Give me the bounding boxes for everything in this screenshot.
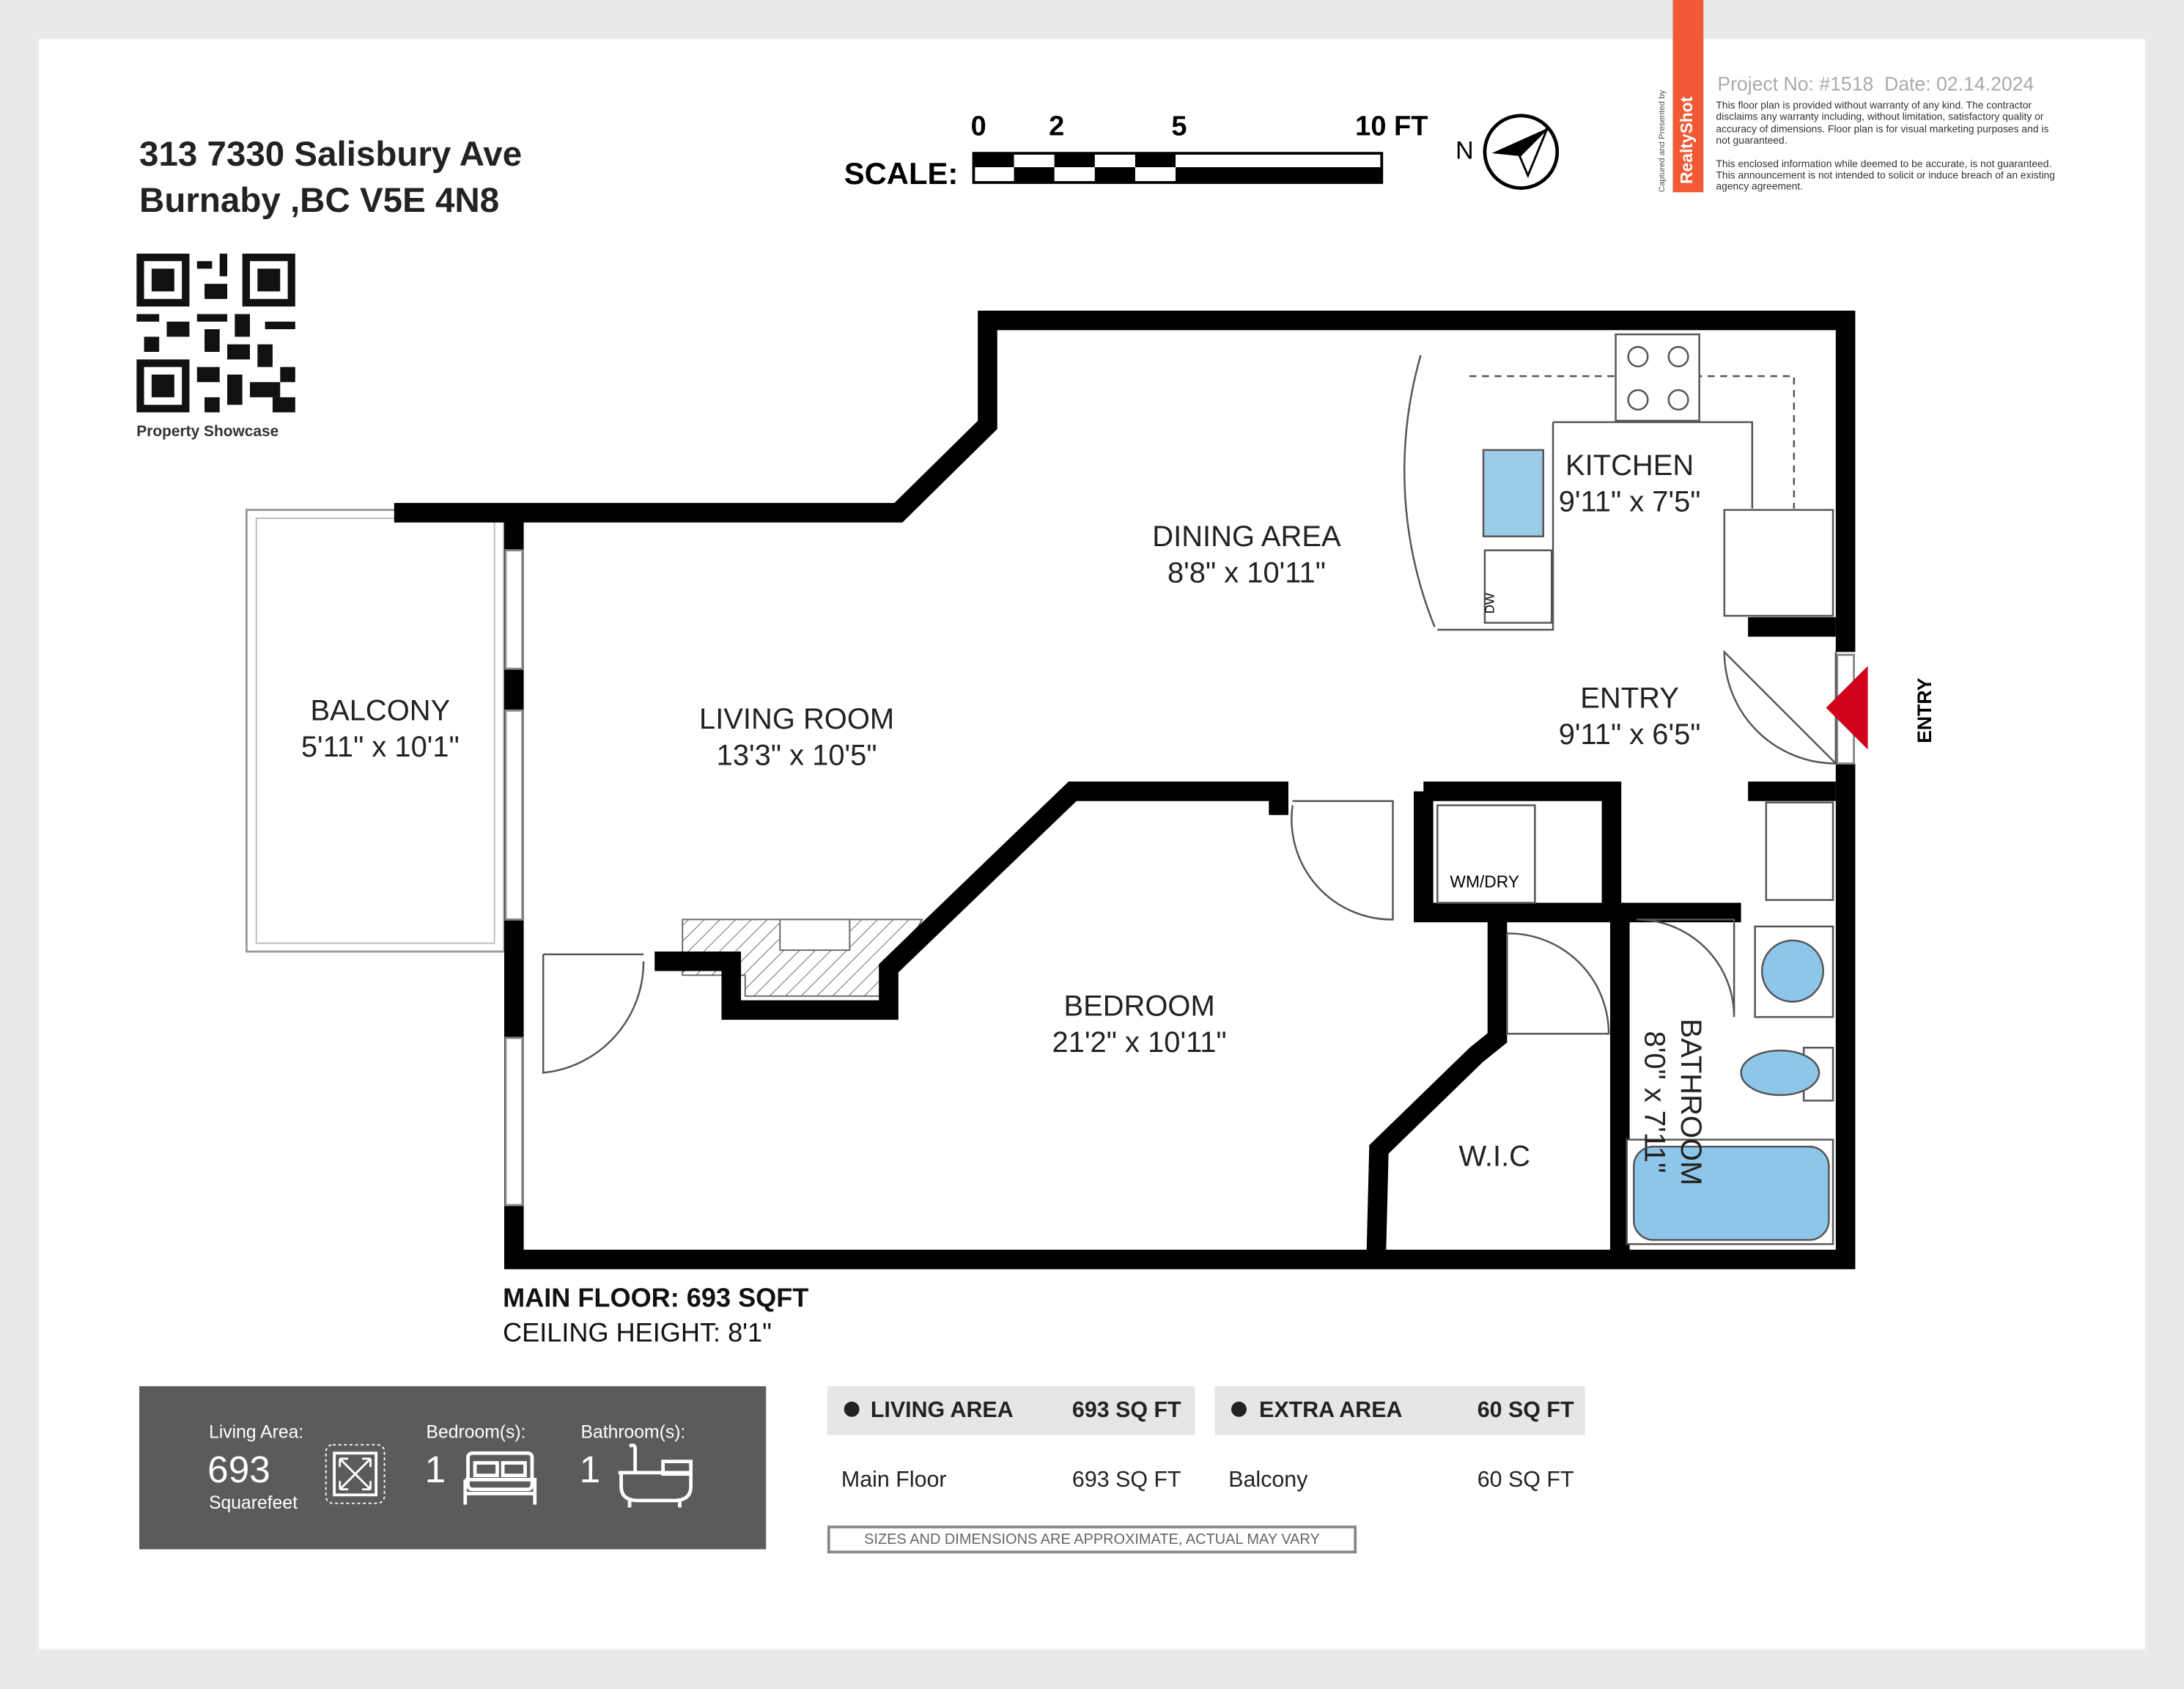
bathroom-count: 1 <box>579 1449 601 1491</box>
address-line1: 313 7330 Salisbury Ave <box>139 135 523 174</box>
room-name: DINING AREA <box>1152 520 1341 553</box>
living-area-title: LIVING AREA <box>870 1399 1014 1423</box>
extra-area-header: EXTRA AREA 60 SQ FT <box>1214 1386 1585 1435</box>
living-area-label: Living Area: <box>209 1421 304 1443</box>
qr-code[interactable] <box>136 253 295 413</box>
row-value: 60 SQ FT <box>1477 1468 1574 1493</box>
scale-tick: 10 FT <box>1355 111 1428 142</box>
fireplace <box>682 919 923 997</box>
realtyshot-logo[interactable]: RealtyShot <box>1672 0 1704 193</box>
room-dims: 9'11" x 7'5" <box>1558 486 1701 518</box>
table-row: Balcony 60 SQ FT <box>1214 1456 1585 1498</box>
dishwasher-label: DW <box>1483 592 1497 614</box>
bedroom-count: 1 <box>424 1449 446 1491</box>
room-name: LIVING ROOM <box>699 703 895 736</box>
bathroom-label: Bathroom(s): <box>580 1421 686 1443</box>
scale-label: SCALE: <box>844 155 959 191</box>
disclaimer-paragraph: This enclosed information while deemed t… <box>1716 157 2055 194</box>
summary-stats: Living Area: 693 Squarefeet Bedroom(s): … <box>139 1386 767 1550</box>
bullet-icon <box>844 1401 860 1417</box>
washer-dryer-label: WM/DRY <box>1450 872 1520 892</box>
entry-marker-label: ENTRY <box>1913 677 1936 743</box>
bed-icon <box>463 1451 537 1505</box>
scale-bar <box>972 152 1384 184</box>
living-area-total: 693 SQ FT <box>1071 1399 1181 1423</box>
expand-area-icon <box>325 1443 385 1504</box>
scale-tick: 5 <box>1171 111 1187 142</box>
room-name: KITCHEN <box>1565 449 1694 482</box>
entry-arrow-icon <box>1826 666 1868 750</box>
room-dims: 8'0" x 7'11" <box>1637 1031 1670 1174</box>
living-area-unit: Squarefeet <box>209 1492 298 1513</box>
room-living: LIVING ROOM 13'3" x 10'5" <box>699 702 894 775</box>
bathtub-icon <box>618 1443 693 1508</box>
compass-icon <box>1483 114 1560 190</box>
extra-area-title: EXTRA AREA <box>1259 1399 1403 1423</box>
room-name: BEDROOM <box>1063 990 1215 1023</box>
project-number: Project No: #1518 <box>1717 72 1874 95</box>
scale-tick: 0 <box>970 111 986 142</box>
main-floor-area: MAIN FLOOR: 693 SQFT <box>503 1284 809 1314</box>
qr-label: Property Showcase <box>136 423 279 441</box>
floor-info: MAIN FLOOR: 693 SQFT CEILING HEIGHT: 8'1… <box>503 1281 808 1351</box>
extra-area-total: 60 SQ FT <box>1477 1399 1574 1423</box>
table-row: Main Floor 693 SQ FT <box>827 1456 1195 1498</box>
project-date: Date: 02.14.2024 <box>1884 72 2034 95</box>
scale-tick: 2 <box>1049 111 1065 142</box>
project-info: Project No: #1518 Date: 02.14.2024 <box>1717 73 2034 95</box>
living-area-header: LIVING AREA 693 SQ FT <box>827 1386 1195 1435</box>
living-area-value: 693 <box>207 1449 270 1491</box>
room-dims: 9'11" x 6'5" <box>1558 718 1701 751</box>
room-wic: W.I.C <box>1458 1141 1531 1174</box>
room-name: BATHROOM <box>1674 1018 1707 1186</box>
bedroom-label: Bedroom(s): <box>426 1421 526 1443</box>
room-name: BALCONY <box>310 695 451 728</box>
disclaimer-paragraph: This floor plan is provided without warr… <box>1716 98 2049 147</box>
room-name: ENTRY <box>1580 682 1679 715</box>
address-line2: Burnaby ,BC V5E 4N8 <box>139 181 500 221</box>
compass-label: N <box>1456 136 1474 165</box>
room-kitchen: KITCHEN 9'11" x 7'5" <box>1559 449 1701 521</box>
property-address: 313 7330 Salisbury Ave Burnaby ,BC V5E 4… <box>139 133 522 224</box>
bullet-icon <box>1231 1401 1247 1417</box>
disclaimer: This floor plan is provided without warr… <box>1716 100 2057 194</box>
room-dims: 13'3" x 10'5" <box>716 740 877 772</box>
room-dining: DINING AREA 8'8" x 10'11" <box>1152 520 1340 592</box>
row-name: Balcony <box>1228 1468 1308 1493</box>
ceiling-height: CEILING HEIGHT: 8'1" <box>503 1319 772 1349</box>
room-dims: 21'2" x 10'11" <box>1052 1026 1227 1059</box>
row-name: Main Floor <box>841 1468 947 1493</box>
room-dims: 8'8" x 10'11" <box>1167 557 1326 589</box>
approximation-note: SIZES AND DIMENSIONS ARE APPROXIMATE, AC… <box>827 1526 1357 1554</box>
room-dims: 5'11" x 10'1" <box>300 731 460 764</box>
row-value: 693 SQ FT <box>1071 1468 1181 1493</box>
